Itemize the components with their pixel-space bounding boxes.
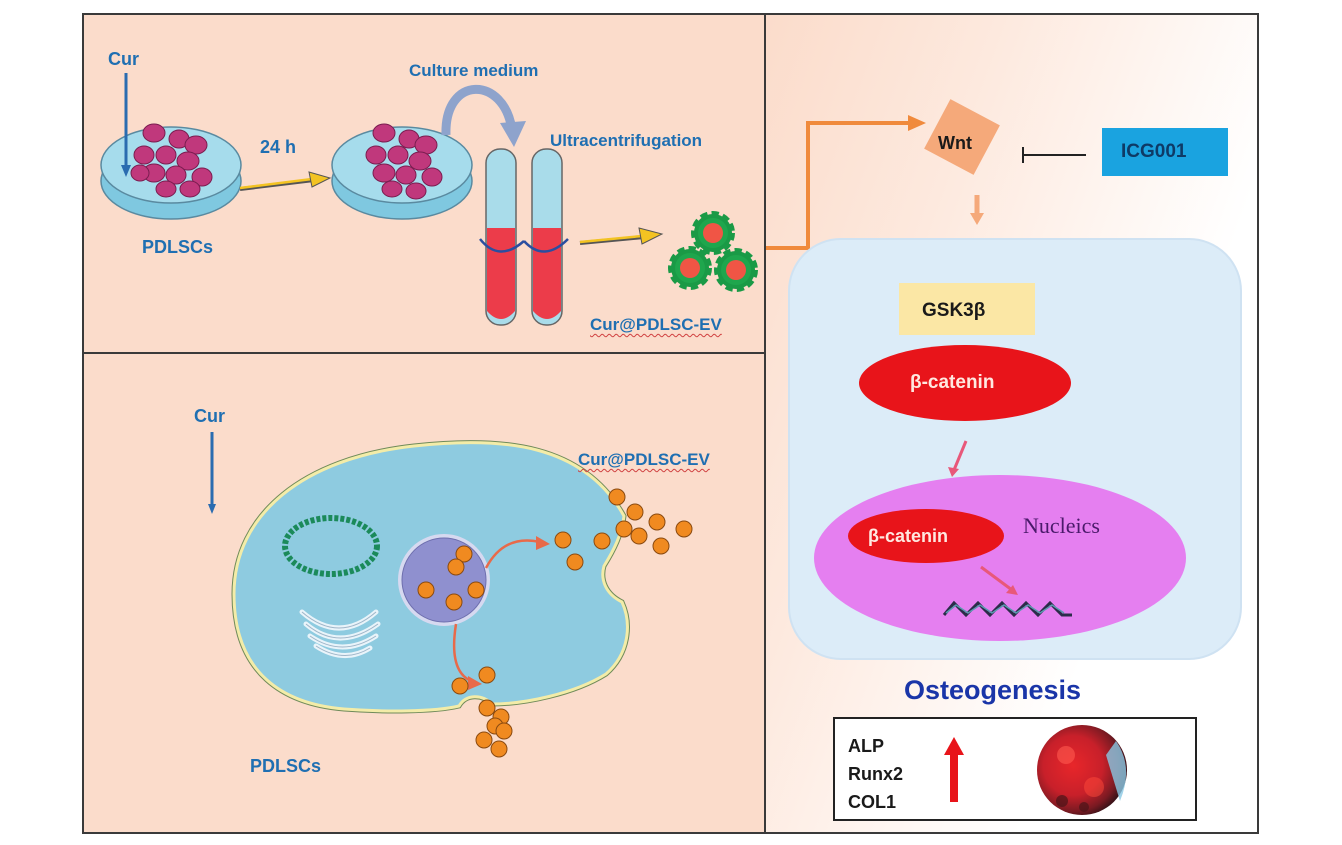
- cur-label: Cur: [194, 406, 225, 426]
- marker-list: ALP Runx2 COL1: [848, 732, 903, 816]
- beta-catenin-nuc-label: β-catenin: [868, 526, 948, 546]
- ev-label: Cur@PDLSC-EV: [590, 315, 722, 334]
- ev-to-wnt-arrow: [766, 121, 914, 250]
- marker-col1: COL1: [848, 792, 897, 812]
- pdlscs-label: PDLSCs: [142, 237, 214, 257]
- transfer-arrow: [441, 84, 526, 147]
- marker-runx2: Runx2: [848, 764, 904, 784]
- gsk3b-box: [899, 283, 1035, 335]
- upregulation-arrow: [944, 737, 964, 802]
- wnt-pathway-illustration: [766, 99, 1242, 821]
- pdlscs-label: PDLSCs: [250, 756, 322, 776]
- ev-label: Cur@PDLSC-EV: [578, 450, 710, 469]
- wnt-node: [924, 99, 1000, 175]
- multivesicular-body: [398, 534, 490, 626]
- rotation-arrows: [479, 238, 569, 253]
- icg001-box: [1102, 128, 1228, 176]
- nucleus: [814, 475, 1186, 641]
- yellow-arrow-1: [239, 171, 332, 191]
- wnt-signaling-panel: Wnt ICG001 GSK3β β-catenin β-catenin Nuc…: [764, 13, 1259, 834]
- icg001-label: ICG001: [1121, 141, 1187, 162]
- yellow-arrow-2: [579, 227, 664, 245]
- beta-catenin-cytoplasm: [859, 345, 1071, 421]
- released-evs: [451, 488, 693, 758]
- ev-preparation-panel: Cur 24 h Culture medium Ultracentrifugat…: [82, 13, 766, 354]
- osteogenesis-title: Osteogenesis: [904, 675, 1082, 705]
- culture-dish-2: [331, 123, 473, 220]
- ev-secretion-panel: Cur Cur@PDLSC-EV PDLSCs: [82, 352, 766, 834]
- outcome-box: [833, 717, 1197, 821]
- beta-catenin-cyto-label: β-catenin: [910, 372, 995, 393]
- extracellular-vesicles: [668, 211, 758, 292]
- culture-medium-label: Culture medium: [409, 61, 539, 80]
- time-label: 24 h: [260, 137, 297, 157]
- wnt-label: Wnt: [938, 133, 972, 153]
- ultracentrifugation-label: Ultracentrifugation: [550, 131, 703, 150]
- ev-preparation-illustration: [100, 73, 758, 326]
- culture-dish-1: [100, 123, 242, 220]
- centrifuge-tube-1: [485, 148, 517, 326]
- centrifuge-tube-2: [531, 148, 563, 326]
- cur-label: Cur: [108, 49, 139, 69]
- er-organelle: [282, 515, 380, 577]
- nucleus-label: Nucleics: [1023, 513, 1100, 538]
- beta-catenin-nucleus: [848, 509, 1004, 563]
- cell-secretion-illustration: [208, 432, 693, 758]
- marker-alp: ALP: [848, 736, 884, 756]
- stained-sample-image: [1037, 725, 1127, 815]
- gsk3b-label: GSK3β: [922, 300, 986, 321]
